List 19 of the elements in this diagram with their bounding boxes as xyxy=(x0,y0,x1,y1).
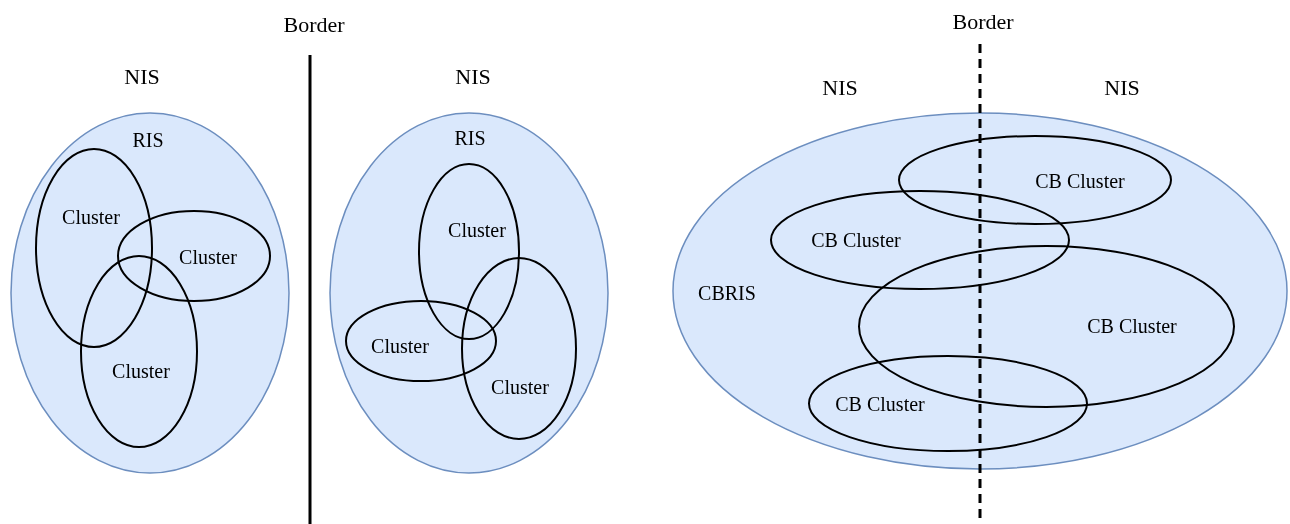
cluster-label: CB Cluster xyxy=(1035,169,1125,193)
cluster-label: Cluster xyxy=(491,375,549,399)
cluster-label: Cluster xyxy=(112,359,170,383)
area-label: NIS xyxy=(455,64,491,90)
border-label: Border xyxy=(283,12,345,38)
cluster-label: CB Cluster xyxy=(1087,314,1177,338)
cluster-label: CB Cluster xyxy=(811,228,901,252)
border-label: Border xyxy=(952,9,1014,35)
cluster-label: Cluster xyxy=(448,218,506,242)
region-label: CBRIS xyxy=(698,281,756,305)
cluster-label: CB Cluster xyxy=(835,392,925,416)
area-label: NIS xyxy=(124,64,160,90)
area-label: NIS xyxy=(822,75,858,101)
cluster-label: Cluster xyxy=(371,334,429,358)
region-label: RIS xyxy=(454,126,486,150)
cluster-label: Cluster xyxy=(179,245,237,269)
cluster-label: Cluster xyxy=(62,205,120,229)
region-label: RIS xyxy=(132,128,164,152)
area-label: NIS xyxy=(1104,75,1140,101)
